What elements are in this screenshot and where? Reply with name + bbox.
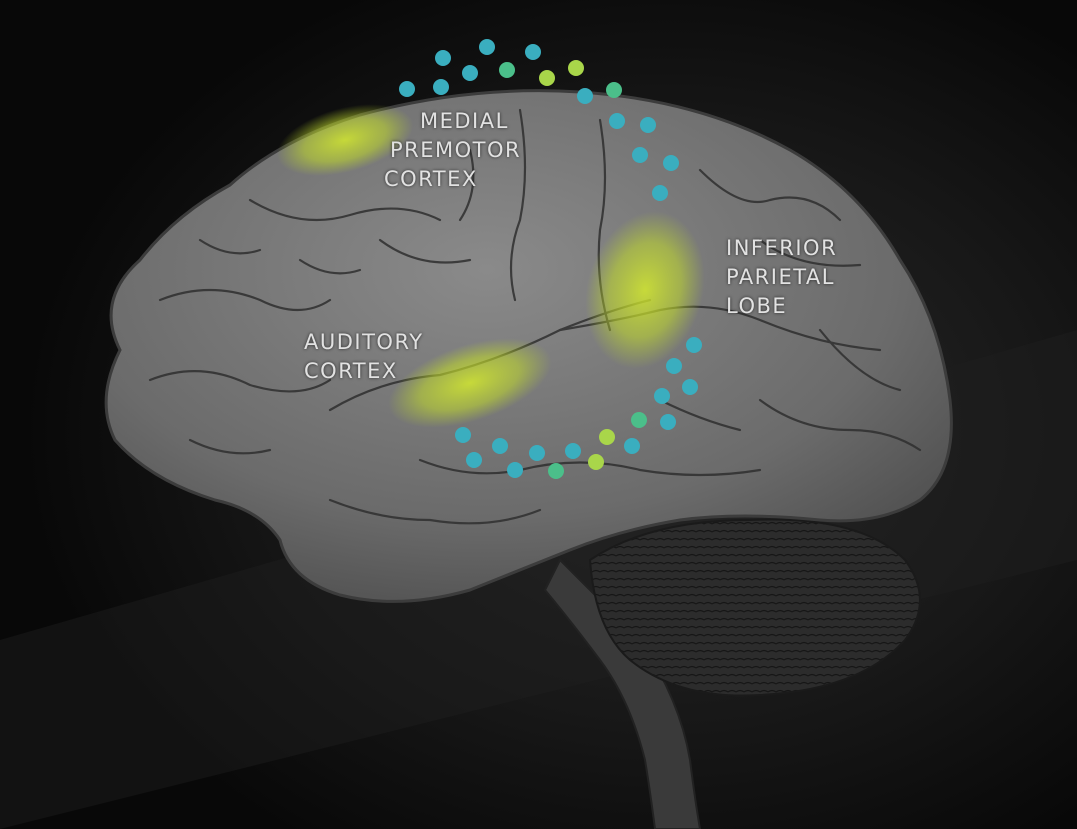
pathway-dot [624, 438, 640, 454]
label-line: AUDITORY [304, 330, 424, 354]
pathway-dot [663, 155, 679, 171]
pathway-dot [606, 82, 622, 98]
pathway-dot [479, 39, 495, 55]
highlight-medial-premotor [276, 104, 414, 176]
cerebellum [588, 518, 921, 697]
pathway-dot [686, 337, 702, 353]
pathway-dot [577, 88, 593, 104]
label-line: INFERIOR [726, 236, 838, 260]
pathway-dot [433, 79, 449, 95]
highlight-auditory [388, 338, 552, 428]
pathway-dot [499, 62, 515, 78]
pathway-dot [682, 379, 698, 395]
pathway-dot [568, 60, 584, 76]
pathway-dot [539, 70, 555, 86]
label-line: PARIETAL [726, 265, 836, 289]
pathway-dot [466, 452, 482, 468]
pathway-dot [640, 117, 656, 133]
label-line: CORTEX [304, 359, 398, 383]
pathway-dot [654, 388, 670, 404]
label-line: MEDIAL [420, 109, 509, 133]
pathway-dot [399, 81, 415, 97]
pathway-dot [652, 185, 668, 201]
pathway-dot [631, 412, 647, 428]
label-medial-premotor-cortex: MEDIAL PREMOTOR CORTEX [384, 107, 521, 194]
pathway-dot [548, 463, 564, 479]
label-line: LOBE [726, 294, 788, 318]
pathway-dot [660, 414, 676, 430]
pathway-dot [455, 427, 471, 443]
pathway-dot [529, 445, 545, 461]
label-inferior-parietal-lobe: INFERIOR PARIETAL LOBE [726, 234, 837, 321]
pathway-dot [599, 429, 615, 445]
pathway-dot [666, 358, 682, 374]
dot-pathway [399, 39, 702, 479]
pathway-dot [588, 454, 604, 470]
pathway-dot [492, 438, 508, 454]
label-line: PREMOTOR [390, 138, 522, 162]
pathway-dot [609, 113, 625, 129]
label-auditory-cortex: AUDITORY CORTEX [304, 328, 424, 386]
highlight-inferior-parietal [585, 211, 705, 369]
pathway-dot [565, 443, 581, 459]
pathway-dot [462, 65, 478, 81]
pathway-dot [525, 44, 541, 60]
label-line: CORTEX [384, 167, 478, 191]
pathway-dot [435, 50, 451, 66]
pathway-dot [632, 147, 648, 163]
pathway-dot [507, 462, 523, 478]
